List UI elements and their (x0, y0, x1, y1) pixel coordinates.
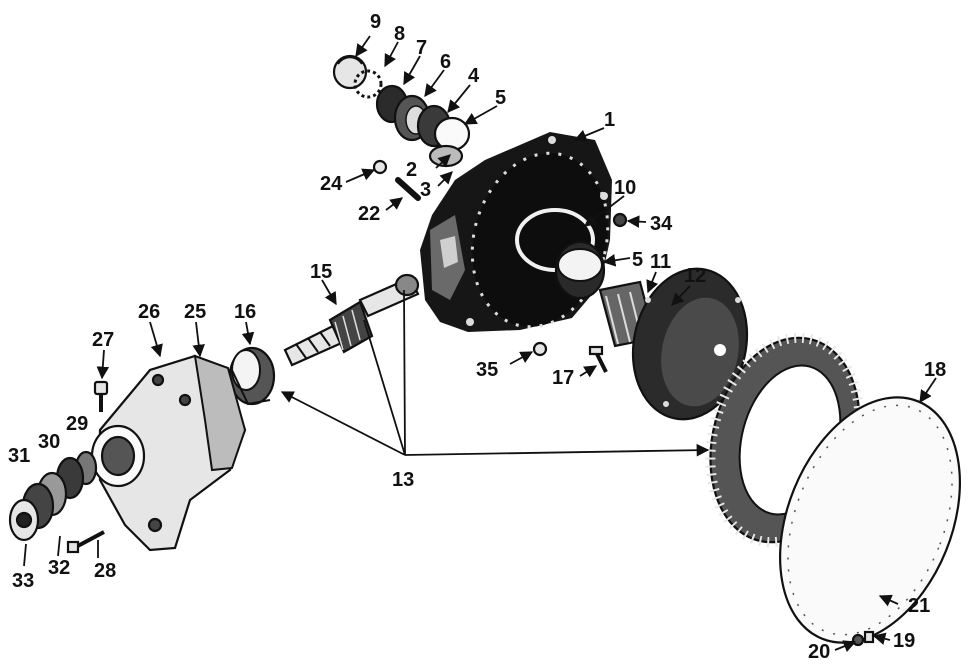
callout-17: 17 (552, 367, 574, 389)
nut-part-24 (372, 159, 388, 175)
callout-5a: 5 (495, 87, 506, 109)
bolt-part-27 (93, 380, 109, 412)
callout-30: 30 (38, 431, 60, 453)
callout-6: 6 (440, 51, 451, 73)
callout-8: 8 (394, 23, 405, 45)
leader-lines (23, 35, 937, 653)
callout-4: 4 (468, 65, 480, 87)
callout-31: 31 (8, 445, 30, 467)
callout-13: 13 (392, 469, 414, 491)
callout-9: 9 (370, 11, 381, 33)
differential-case-parts-11-12 (598, 267, 749, 421)
callout-29: 29 (66, 413, 88, 435)
callout-35: 35 (476, 359, 498, 381)
callout-20: 20 (808, 641, 830, 663)
callout-labels: 1 2 3 4 5 5 6 7 8 9 10 11 12 13 15 16 17… (8, 11, 946, 663)
bolt-part-28 (66, 530, 105, 554)
callout-34: 34 (650, 213, 673, 235)
pinion-cage-parts-25-26 (90, 354, 247, 552)
callout-28: 28 (94, 560, 116, 582)
callout-24: 24 (320, 173, 343, 195)
callout-5b: 5 (632, 249, 643, 271)
callout-11: 11 (650, 251, 671, 273)
nut-part-35 (532, 341, 548, 357)
callout-33: 33 (12, 570, 34, 592)
callout-22: 22 (358, 203, 380, 225)
nut-part-34 (612, 212, 628, 228)
callout-27: 27 (92, 329, 114, 351)
callout-2: 2 (406, 159, 417, 181)
callout-7: 7 (416, 37, 427, 59)
callout-10: 10 (614, 177, 636, 199)
bolt-part-17 (588, 345, 608, 373)
callout-26: 26 (138, 301, 160, 323)
pinion-shaft-part-15 (283, 273, 420, 367)
callout-12: 12 (684, 265, 706, 287)
callout-18: 18 (924, 359, 946, 381)
bearing-cup-part-5-lower (554, 240, 606, 300)
cover-plate-part-18 (779, 396, 961, 644)
bearing-cup-part-16 (228, 346, 276, 406)
callout-1: 1 (604, 109, 615, 131)
callout-32: 32 (48, 557, 70, 579)
callout-19: 19 (893, 630, 915, 652)
callout-16: 16 (234, 301, 256, 323)
callout-21: 21 (908, 595, 930, 617)
pinion-bearing-parts-29-to-33 (8, 450, 98, 542)
callout-25: 25 (184, 301, 206, 323)
pin-part-22 (395, 177, 421, 201)
callout-3: 3 (420, 179, 431, 201)
callout-15: 15 (310, 261, 332, 283)
